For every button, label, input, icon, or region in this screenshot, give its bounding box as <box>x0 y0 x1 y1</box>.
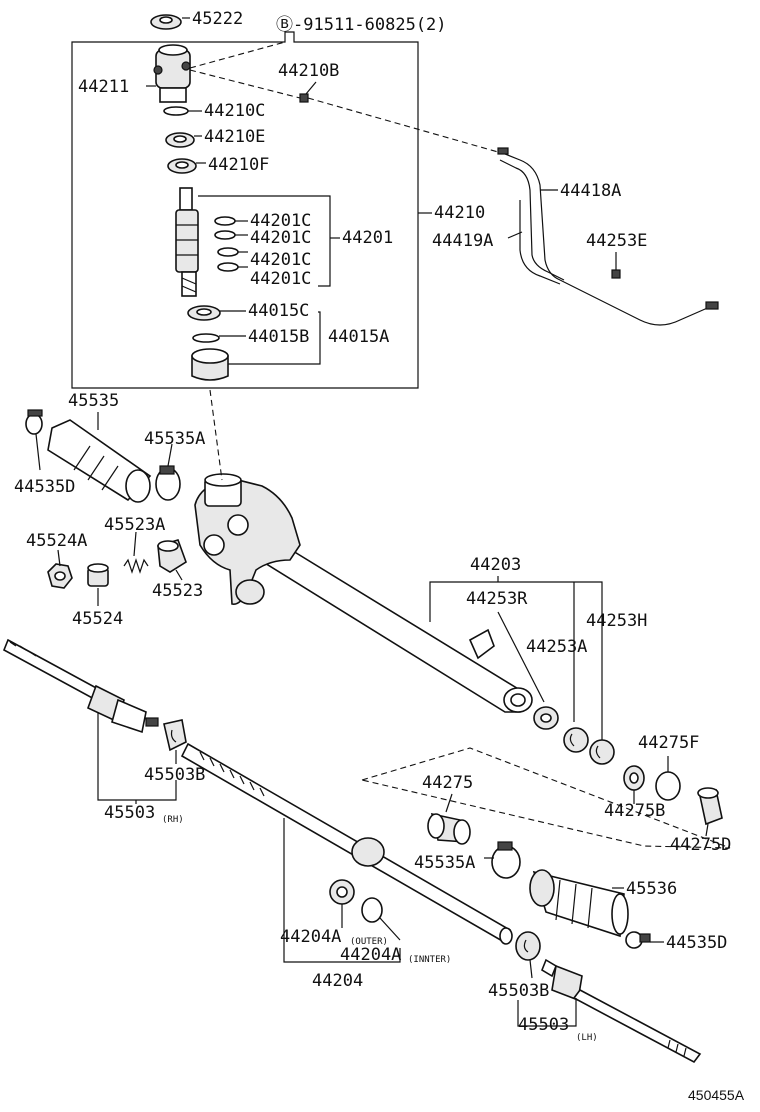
label-44201C-4: 44201C <box>250 269 311 289</box>
label-45535: 45535 <box>68 391 119 411</box>
part-45535-boot <box>47 419 152 503</box>
part-pressure-tubes <box>497 147 719 326</box>
label-45222: 45222 <box>192 9 243 29</box>
label-45524A: 45524A <box>26 531 87 551</box>
part-44535D-clamp-bottom <box>625 931 651 949</box>
part-control-valve-spool <box>175 187 199 297</box>
label-45503B-lh: 45503B <box>488 981 549 1001</box>
part-45535A-band-bottom <box>491 841 521 879</box>
label-44210C: 44210C <box>204 101 265 121</box>
part-45535A-band-top <box>155 465 181 501</box>
label-44201C-2: 44201C <box>250 228 311 248</box>
note-inner: (INNTER) <box>408 955 451 965</box>
label-44015B: 44015B <box>248 327 309 347</box>
label-44275F: 44275F <box>638 733 699 753</box>
rack-end-group-frame <box>359 747 731 849</box>
label-44535D-bottom: 44535D <box>666 933 727 953</box>
part-45503B-boot-clip-lh <box>515 931 541 961</box>
part-44015B-oring <box>192 333 220 343</box>
part-44204A-outer-bushing <box>329 879 355 905</box>
label-44419A: 44419A <box>432 231 493 251</box>
label-44275D: 44275D <box>670 835 731 855</box>
figure-reference: 450455A <box>688 1087 745 1103</box>
label-91511-bolt: Ⓑ-91511-60825(2) <box>276 15 447 35</box>
label-44535D-top: 44535D <box>14 477 75 497</box>
valve-group-frame <box>71 31 419 389</box>
part-44210B-bolt <box>299 93 309 103</box>
label-44211: 44211 <box>78 77 129 97</box>
label-44253E: 44253E <box>586 231 647 251</box>
label-44210B: 44210B <box>278 61 339 81</box>
label-44204A-inner: 44204A <box>340 945 401 965</box>
part-44275D-sleeve <box>697 787 723 826</box>
part-44015C-seal <box>187 305 221 321</box>
label-44204: 44204 <box>312 971 363 991</box>
part-44203-rack-housing <box>194 473 533 713</box>
part-44253R-ring <box>533 706 559 730</box>
part-44253A-ring <box>563 727 589 753</box>
part-45524-adjusting-plug <box>87 563 109 587</box>
label-44253A: 44253A <box>526 637 587 657</box>
label-44015A: 44015A <box>328 327 389 347</box>
part-44210E-seal <box>165 132 195 148</box>
label-44201: 44201 <box>342 228 393 248</box>
part-45524A-locknut <box>47 563 73 589</box>
part-45536-boot <box>529 869 629 938</box>
part-45503-tie-rod-rh <box>2 638 159 734</box>
part-45523A-spring <box>123 558 149 574</box>
label-45503-rh: 45503 <box>104 803 155 823</box>
label-45535A-bottom: 45535A <box>414 853 475 873</box>
label-44418A: 44418A <box>560 181 621 201</box>
label-44201C-1: 44201C <box>250 211 311 231</box>
part-44211-valve-housing <box>153 44 191 103</box>
part-44275-rack-stopper <box>427 812 471 845</box>
label-44015C: 44015C <box>248 301 309 321</box>
label-44253H: 44253H <box>586 611 647 631</box>
label-45536: 45536 <box>626 879 677 899</box>
part-45222-dust-cap <box>150 14 182 30</box>
label-45503B-rh: 45503B <box>144 765 205 785</box>
label-44201C-3: 44201C <box>250 250 311 270</box>
label-44210E: 44210E <box>204 127 265 147</box>
part-44535D-clamp-top <box>25 409 43 435</box>
label-44210F: 44210F <box>208 155 269 175</box>
part-44253H-ring <box>589 739 615 765</box>
label-45524: 45524 <box>72 609 123 629</box>
label-44210: 44210 <box>434 203 485 223</box>
part-44204A-inner-bushing <box>361 897 383 923</box>
part-44015A-cover <box>191 348 229 381</box>
part-44275F-washer <box>655 771 681 801</box>
part-44201C-seal-rings <box>214 216 239 272</box>
note-outer: (OUTER) <box>350 937 388 947</box>
part-44210F-seal <box>167 158 197 174</box>
part-45503-tie-rod-lh <box>541 958 702 1064</box>
label-45535A-top: 45535A <box>144 429 205 449</box>
label-45523A: 45523A <box>104 515 165 535</box>
part-44275B-ring <box>623 765 645 791</box>
label-44203: 44203 <box>470 555 521 575</box>
part-44210C-oring <box>163 106 189 116</box>
part-44204-rack-bar <box>180 742 513 945</box>
label-45523: 45523 <box>152 581 203 601</box>
label-44253R: 44253R <box>466 589 528 609</box>
part-45523-rack-guide <box>157 539 187 573</box>
part-45503B-boot-clip-rh <box>163 719 187 752</box>
note-lh: (LH) <box>576 1033 598 1043</box>
label-44204A-outer: 44204A <box>280 927 341 947</box>
label-45503-lh: 45503 <box>518 1015 569 1035</box>
note-rh: (RH) <box>162 815 184 825</box>
label-44275: 44275 <box>422 773 473 793</box>
label-44275B: 44275B <box>604 801 665 821</box>
